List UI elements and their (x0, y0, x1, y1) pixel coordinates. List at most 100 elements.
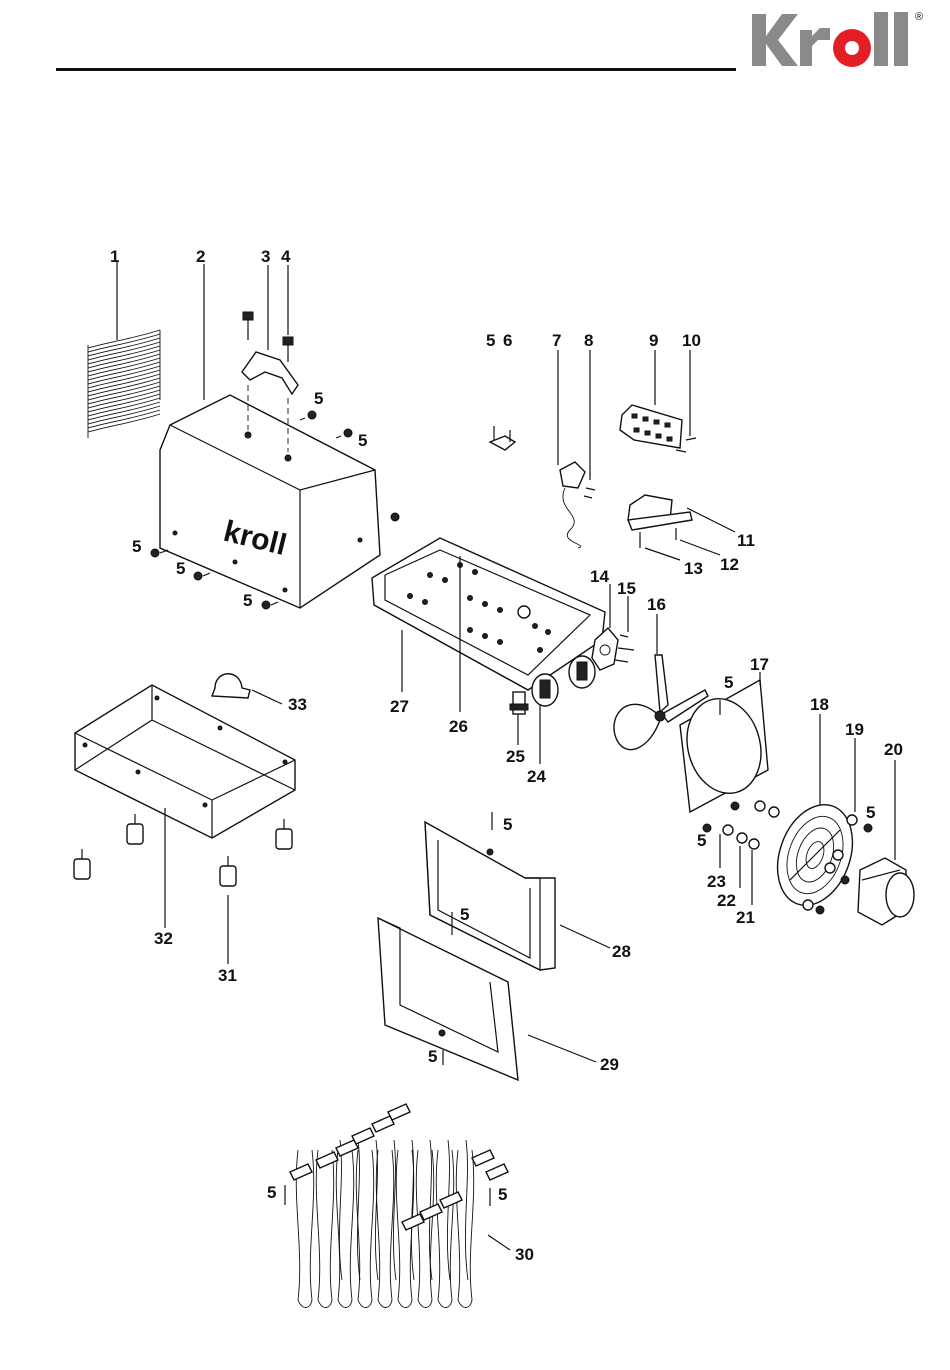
tray-hole (408, 594, 413, 599)
label-5-b: 5 (358, 431, 367, 450)
tray-hole (483, 634, 488, 639)
tray-hole (468, 628, 473, 633)
rubber-foot (276, 829, 292, 849)
tray-hole (443, 578, 448, 583)
label-9: 9 (649, 331, 658, 350)
label-12: 12 (720, 555, 739, 574)
label-2: 2 (196, 247, 205, 266)
grille-slat (88, 406, 160, 424)
label-5-m: 5 (267, 1183, 276, 1202)
label-13: 13 (684, 559, 703, 578)
switch-terminal (634, 428, 639, 432)
terminal-bracket (352, 1128, 374, 1144)
terminal-bracket (316, 1152, 338, 1168)
rubber-foot (127, 824, 143, 844)
label-1: 1 (110, 247, 119, 266)
tray-hole (498, 640, 503, 645)
label-33: 33 (288, 695, 307, 714)
label-5-c: 5 (132, 537, 141, 556)
grille-slat (88, 410, 160, 428)
terminal-bracket (486, 1164, 508, 1180)
terminal-bracket (388, 1104, 410, 1120)
label-4: 4 (281, 247, 291, 266)
part-11-block (628, 495, 692, 548)
part-9-switch (620, 405, 696, 452)
part-3-handle (242, 352, 298, 394)
part-6-clip (490, 426, 515, 450)
grille-slat (88, 414, 160, 432)
label-21: 21 (736, 908, 755, 927)
label-5-j: 5 (503, 815, 512, 834)
label-11: 11 (737, 531, 755, 550)
heating-coil (447, 1140, 450, 1280)
label-18: 18 (810, 695, 829, 714)
label-28: 28 (612, 942, 631, 961)
label-26: 26 (449, 717, 468, 736)
label-20: 20 (884, 740, 903, 759)
switch-terminal (645, 431, 650, 435)
label-7: 7 (552, 331, 561, 350)
terminal-bracket (290, 1164, 312, 1180)
terminal-bracket (402, 1214, 424, 1230)
part-2-housing: kroll (160, 395, 380, 608)
tray-hole (546, 630, 551, 635)
label-29: 29 (600, 1055, 619, 1074)
label-8: 8 (584, 331, 593, 350)
label-5-l: 5 (428, 1047, 437, 1066)
tray-hole (423, 600, 428, 605)
part-33-clamp (212, 674, 250, 698)
part-31-feet (74, 814, 292, 886)
terminal-bracket (420, 1204, 442, 1220)
rubber-foot (74, 859, 90, 879)
label-30: 30 (515, 1245, 534, 1264)
label-27: 27 (390, 697, 409, 716)
label-22: 22 (717, 891, 736, 910)
part-28-frame (425, 812, 555, 970)
heating-coil (456, 1150, 473, 1308)
heating-coil (339, 1140, 342, 1280)
heating-coil (376, 1150, 393, 1308)
label-14: 14 (590, 567, 609, 586)
part-1-grille (88, 330, 160, 438)
label-5-d: 5 (176, 559, 185, 578)
label-5-f: 5 (486, 331, 495, 350)
terminal-bracket (440, 1192, 462, 1208)
terminal-bracket (472, 1150, 494, 1166)
label-32: 32 (154, 929, 173, 948)
switch-terminal (665, 423, 670, 427)
label-5-n: 5 (498, 1185, 507, 1204)
heating-coil (393, 1140, 396, 1280)
heating-coil (336, 1150, 353, 1308)
label-3: 3 (261, 247, 270, 266)
switch-terminal (643, 417, 648, 421)
part-20-motor (858, 858, 914, 925)
tray-hole (428, 573, 433, 578)
label-17: 17 (750, 655, 769, 674)
label-5-i: 5 (697, 831, 706, 850)
label-5-a: 5 (314, 389, 323, 408)
heating-coil (316, 1150, 333, 1308)
label-24: 24 (527, 767, 546, 786)
label-19: 19 (845, 720, 864, 739)
label-15: 15 (617, 579, 636, 598)
label-5-h: 5 (866, 803, 875, 822)
switch-terminal (656, 434, 661, 438)
label-10: 10 (682, 331, 701, 350)
switch-terminal (632, 414, 637, 418)
tray-hole (498, 608, 503, 613)
tray-hole (483, 602, 488, 607)
label-23: 23 (707, 872, 726, 891)
tray-hole (538, 648, 543, 653)
part-25-lamp (510, 692, 528, 714)
label-5-e: 5 (243, 591, 252, 610)
rubber-foot (220, 866, 236, 886)
label-5-g: 5 (724, 673, 733, 692)
heating-coil (465, 1140, 468, 1280)
tray-hole (468, 596, 473, 601)
switch-terminal (667, 437, 672, 441)
switch-terminal (654, 420, 659, 424)
part-30-heating-element (285, 1104, 508, 1308)
part-32-base (75, 685, 295, 838)
label-25: 25 (506, 747, 525, 766)
